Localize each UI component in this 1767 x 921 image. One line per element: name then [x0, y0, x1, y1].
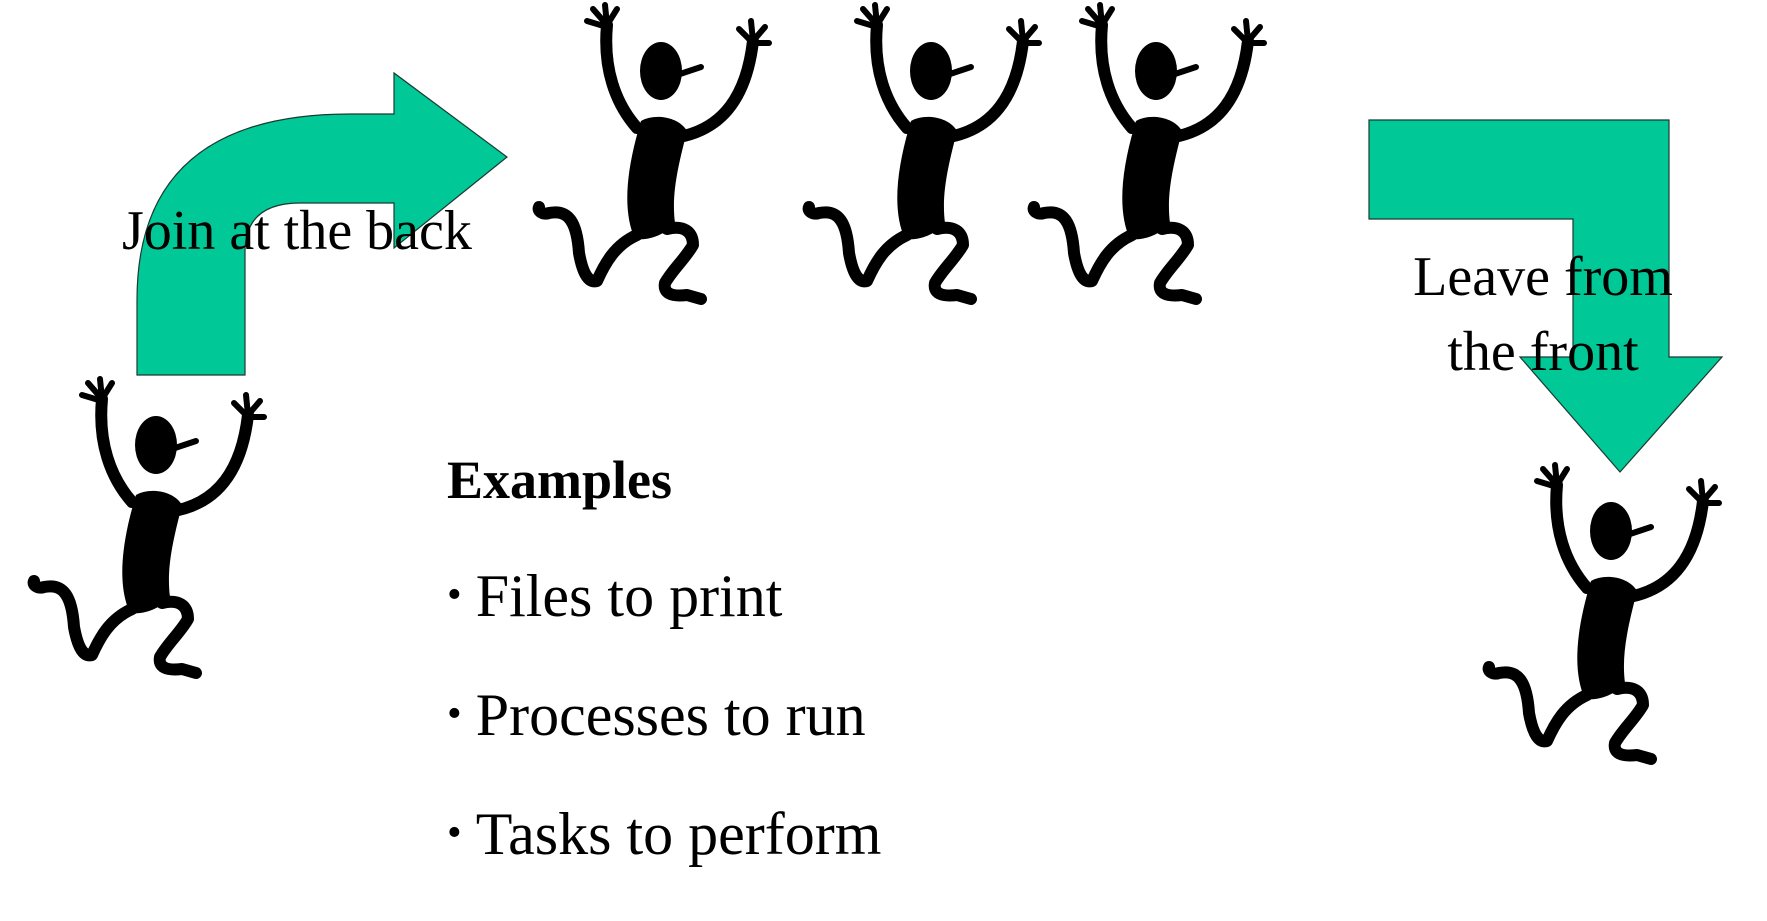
dancing-figure-joining — [34, 379, 264, 673]
list-item-text: Files to print — [475, 563, 783, 629]
list-item-text: Processes to run — [475, 682, 866, 748]
bullet-icon: • — [447, 572, 462, 618]
join-at-back-label: Join at the back — [122, 200, 472, 262]
examples-list: Examples • Files to print • Processes to r… — [447, 450, 881, 921]
curved-arrow-right-icon — [136, 71, 508, 376]
bent-arrow-down-icon — [1368, 119, 1724, 473]
list-item-text: Tasks to perform — [475, 801, 882, 867]
examples-heading: Examples — [447, 450, 673, 510]
dancing-figure-leaving — [1489, 465, 1719, 759]
queue-diagram — [0, 0, 1767, 861]
dancing-figure-queue-1 — [539, 5, 769, 299]
leave-label-line-2: the front — [1447, 321, 1639, 383]
list-item: • Files to print — [447, 564, 881, 627]
bullet-icon: • — [447, 691, 462, 737]
list-item: • Processes to run — [447, 683, 881, 746]
dancing-figure-queue-2 — [809, 5, 1039, 299]
list-item: • Tasks to perform — [447, 802, 881, 865]
dancing-figure-queue-3 — [1034, 5, 1264, 299]
leave-from-front-label: Leave from the front — [1378, 240, 1708, 390]
leave-label-line-1: Leave from — [1413, 246, 1673, 308]
bullet-icon: • — [447, 810, 462, 856]
